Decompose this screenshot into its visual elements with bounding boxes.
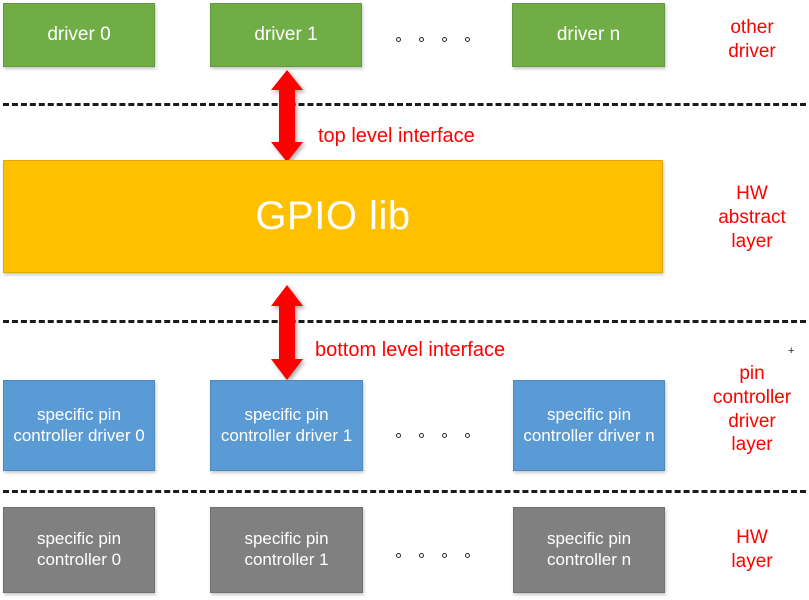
ellipsis-dot: [465, 37, 470, 42]
pin-controller-box-0: specific pin controller 0: [3, 507, 155, 593]
ellipsis-dot: [396, 37, 401, 42]
driver-box-1: driver 1: [210, 3, 362, 67]
ellipsis-dot: [442, 37, 447, 42]
pin-controller-driver-box-0-label: specific pin controller driver 0: [13, 404, 145, 445]
ellipsis-dot: [465, 433, 470, 438]
top-level-interface-arrow: [271, 70, 303, 162]
separator-line-middle: [3, 320, 806, 323]
pin-controller-box-1-label: specific pin controller 1: [244, 529, 329, 569]
side-label-other-driver: other driver: [728, 17, 776, 62]
ellipsis-dot: [419, 37, 424, 42]
ellipsis-dots-pin-controllers: [396, 553, 470, 558]
pin-controller-driver-box-1-label: specific pin controller driver 1: [220, 404, 353, 445]
separator-line-top: [3, 103, 806, 106]
stray-mark: +: [788, 345, 795, 357]
side-label-hw-layer: HW layer: [731, 527, 773, 572]
pin-controller-driver-box-n-label: specific pin controller driver n: [523, 404, 655, 445]
gpio-lib-label: GPIO lib: [255, 194, 411, 239]
ellipsis-dots-drivers: [396, 37, 470, 42]
pin-controller-driver-box-1: specific pin controller driver 1: [210, 380, 363, 471]
ellipsis-dot: [396, 433, 401, 438]
ellipsis-dot: [419, 433, 424, 438]
top-level-interface-label: top level interface: [318, 125, 475, 147]
driver-box-0-label: driver 0: [47, 24, 111, 46]
ellipsis-dots-pin-controller-drivers: [396, 433, 470, 438]
driver-box-0: driver 0: [3, 3, 155, 67]
side-label-pin-controller-driver-layer: pin controller driver layer: [712, 363, 792, 456]
pin-controller-box-1: specific pin controller 1: [210, 507, 363, 593]
pin-controller-driver-box-0: specific pin controller driver 0: [3, 380, 155, 471]
driver-box-n: driver n: [512, 3, 665, 67]
side-label-hw-abstract-layer: HW abstract layer: [718, 183, 786, 252]
pin-controller-box-n: specific pin controller n: [513, 507, 665, 593]
gpio-lib-box: GPIO lib: [3, 160, 663, 273]
pin-controller-box-0-label: specific pin controller 0: [36, 529, 122, 569]
driver-box-n-label: driver n: [556, 24, 621, 46]
pin-controller-box-n-label: specific pin controller n: [546, 529, 632, 569]
ellipsis-dot: [442, 553, 447, 558]
bottom-level-interface-label: bottom level interface: [315, 339, 506, 361]
ellipsis-dot: [396, 553, 401, 558]
separator-line-bottom: [3, 490, 806, 493]
ellipsis-dot: [419, 553, 424, 558]
ellipsis-dot: [465, 553, 470, 558]
pin-controller-driver-box-n: specific pin controller driver n: [513, 380, 665, 471]
bottom-level-interface-arrow: [271, 285, 303, 380]
ellipsis-dot: [442, 433, 447, 438]
driver-box-1-label: driver 1: [254, 24, 318, 46]
